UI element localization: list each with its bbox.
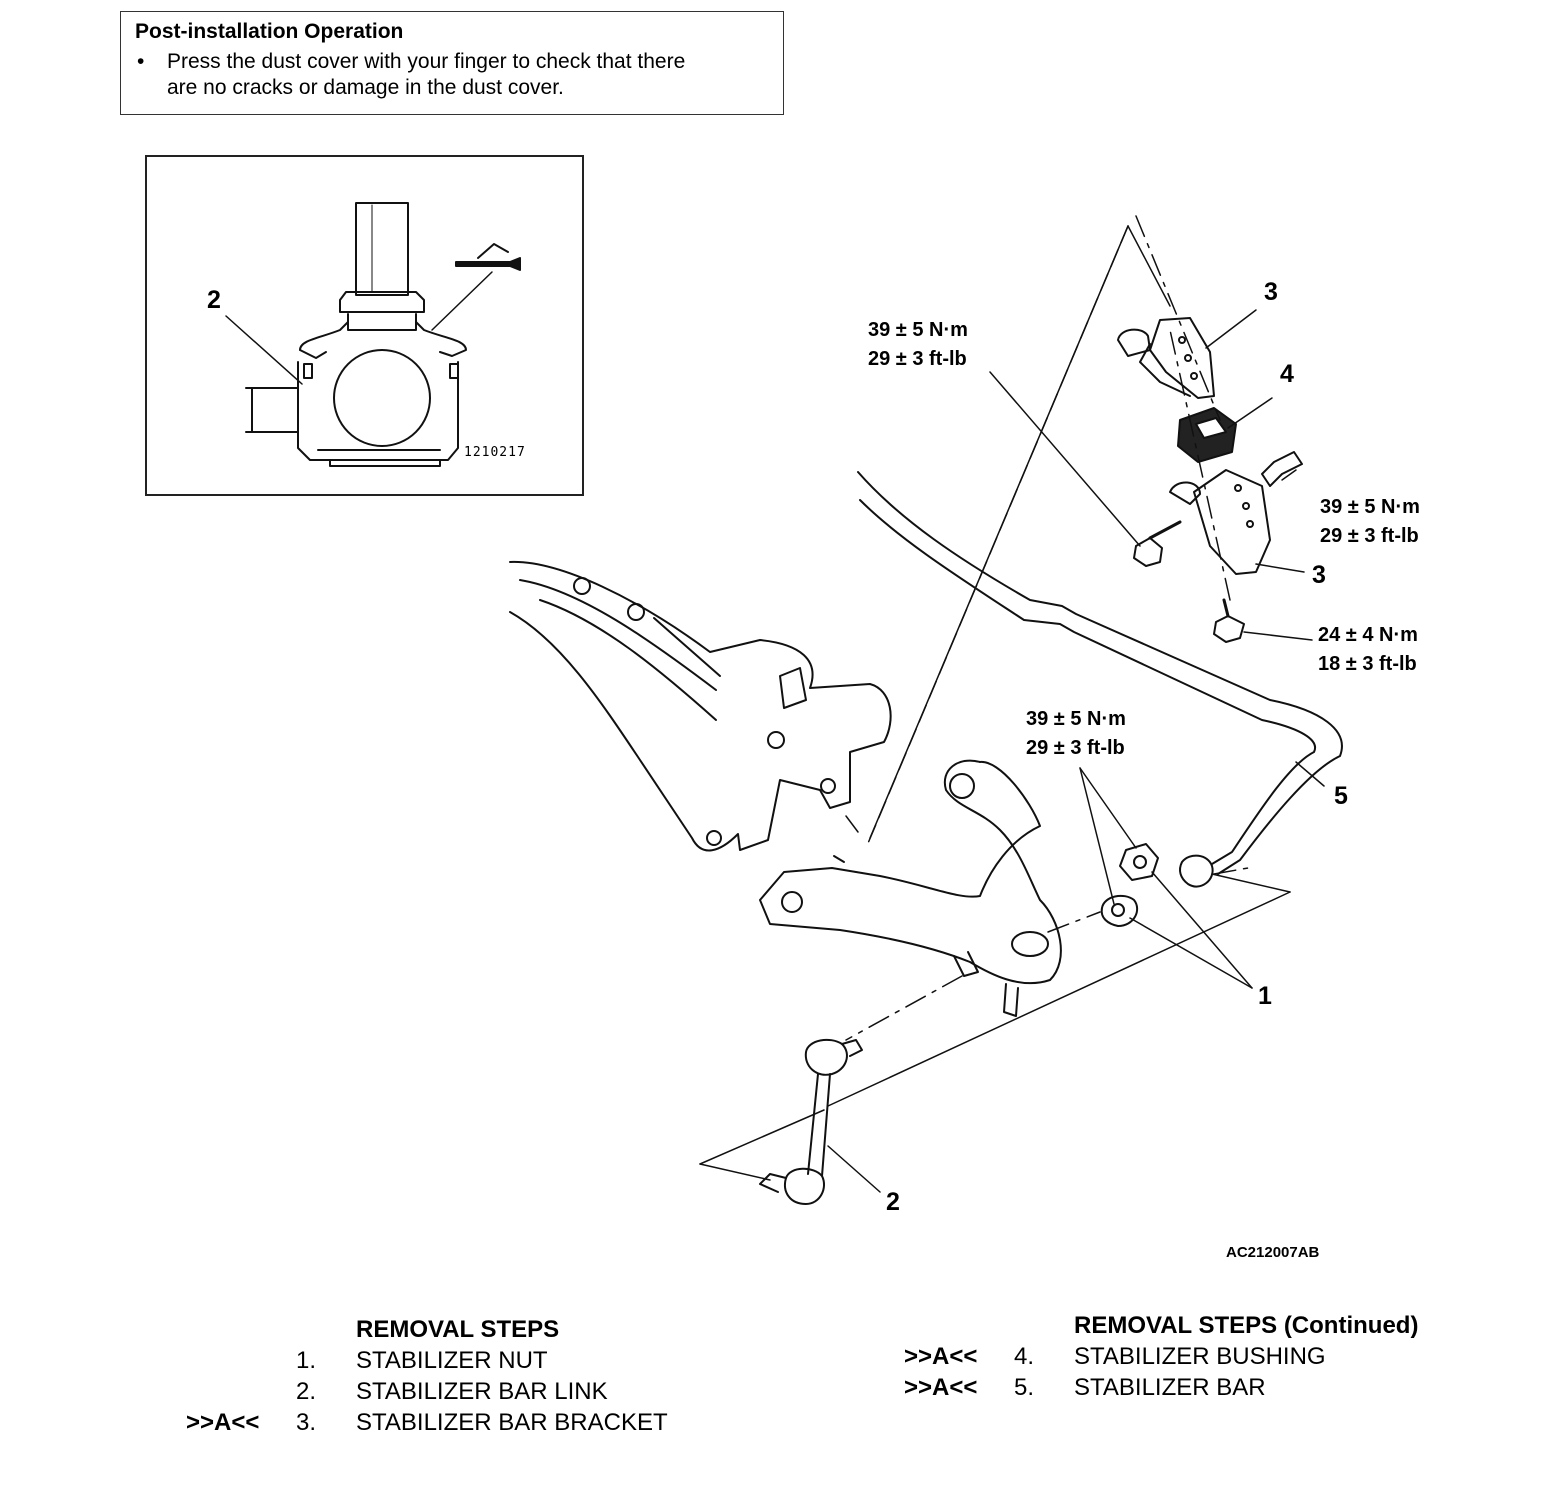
step-text: STABILIZER BAR BRACKET: [356, 1409, 668, 1436]
step-row: >>A<< 5. STABILIZER BAR: [904, 1372, 1418, 1403]
inset-callout-2: 2: [207, 286, 221, 314]
callout-4: 4: [1280, 360, 1294, 388]
ball-joint-inset: [145, 155, 584, 496]
torque-bracket-bolt-left: 39 ± 5 N·m 29 ± 3 ft-lb: [868, 316, 968, 374]
torque-nm: 39 ± 5 N·m: [1320, 496, 1420, 518]
figure-code: AC212007AB: [1226, 1244, 1320, 1261]
step-number: 5.: [1014, 1374, 1035, 1401]
step-mark: >>A<<: [904, 1343, 978, 1370]
removal-steps-left: REMOVAL STEPS 1. STABILIZER NUT 2. STABI…: [186, 1314, 668, 1438]
torque-lower-bolt: 24 ± 4 N·m 18 ± 3 ft-lb: [1318, 621, 1418, 679]
step-mark: [186, 1376, 296, 1407]
step-text: STABILIZER BAR: [1074, 1374, 1266, 1401]
step-number: 4.: [1014, 1343, 1035, 1370]
step-mark: >>A<<: [904, 1374, 978, 1401]
leader-lines: [699, 225, 1325, 1193]
note-title: Post-installation Operation: [135, 20, 404, 43]
steps-header: REMOVAL STEPS (Continued): [1074, 1312, 1419, 1339]
callout-2: 2: [886, 1188, 900, 1216]
torque-ftlb: 29 ± 3 ft-lb: [1026, 737, 1125, 759]
step-mark: >>A<<: [186, 1409, 260, 1436]
callout-3-lower: 3: [1312, 561, 1326, 589]
torque-ftlb: 18 ± 3 ft-lb: [1318, 653, 1417, 675]
steps-header: REMOVAL STEPS: [356, 1316, 560, 1343]
step-row: 2. STABILIZER BAR LINK: [186, 1376, 668, 1407]
centerlines: [845, 215, 1249, 1041]
torque-ftlb: 29 ± 3 ft-lb: [1320, 525, 1419, 547]
crossmember-drawing: [509, 560, 892, 852]
note-text-line2: are no cracks or damage in the dust cove…: [167, 76, 564, 99]
step-number: 2.: [296, 1378, 317, 1405]
step-text: STABILIZER BUSHING: [1074, 1343, 1326, 1370]
torque-nm: 39 ± 5 N·m: [1026, 708, 1126, 730]
removal-steps-right: REMOVAL STEPS (Continued) >>A<< 4. STABI…: [904, 1310, 1418, 1403]
step-row: >>A<< 4. STABILIZER BUSHING: [904, 1341, 1418, 1372]
step-text: STABILIZER BAR LINK: [356, 1378, 608, 1405]
step-row: >>A<< 3. STABILIZER BAR BRACKET: [186, 1407, 668, 1438]
note-body: • Press the dust cover with your finger …: [135, 49, 769, 101]
step-number: 3.: [296, 1409, 317, 1436]
callout-3-upper: 3: [1264, 278, 1278, 306]
torque-bracket-bolt-right: 39 ± 5 N·m 29 ± 3 ft-lb: [1320, 493, 1420, 551]
torque-nm: 39 ± 5 N·m: [868, 319, 968, 341]
torque-nut: 39 ± 5 N·m 29 ± 3 ft-lb: [1026, 705, 1126, 763]
callout-1: 1: [1258, 982, 1272, 1010]
post-installation-note: Post-installation Operation • Press the …: [120, 11, 784, 115]
note-bullet: •: [137, 50, 145, 73]
step-text: STABILIZER NUT: [356, 1347, 548, 1374]
torque-nm: 24 ± 4 N·m: [1318, 624, 1418, 646]
step-mark: [186, 1345, 296, 1376]
note-text-line1: Press the dust cover with your finger to…: [167, 50, 686, 73]
brackets-drawing: [1100, 317, 1303, 927]
stabilizer-bar-drawing: [857, 471, 1343, 888]
stabilizer-link-drawing: [759, 1038, 863, 1205]
inset-figure-code: 1210217: [464, 445, 526, 460]
lower-arm-drawing: [759, 759, 1062, 1017]
step-row: 1. STABILIZER NUT: [186, 1345, 668, 1376]
ball-joint-drawing: [225, 202, 521, 467]
torque-ftlb: 29 ± 3 ft-lb: [868, 348, 967, 370]
callout-5: 5: [1334, 782, 1348, 810]
step-number: 1.: [296, 1347, 317, 1374]
